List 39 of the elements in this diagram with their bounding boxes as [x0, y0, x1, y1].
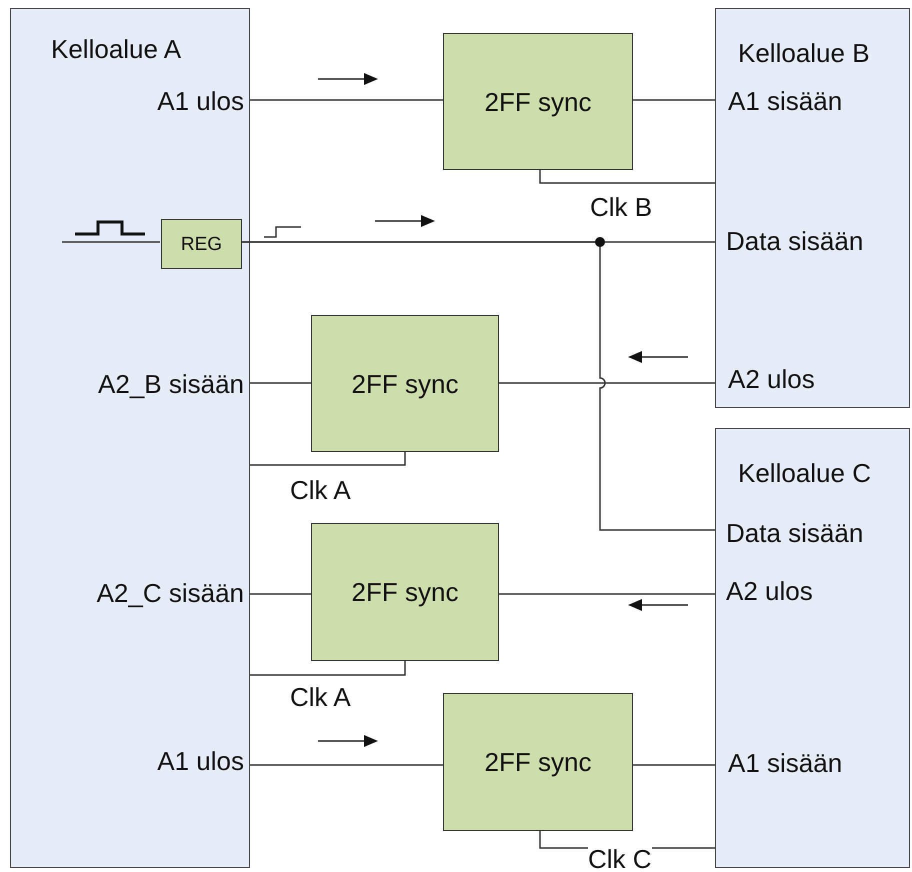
- connector-line: [633, 99, 715, 101]
- clock-domain-box: [10, 8, 250, 868]
- connector-line: [241, 241, 715, 531]
- synchronizer-box: [443, 693, 633, 831]
- port-label: Data sisään: [726, 228, 864, 254]
- connector-line: [499, 382, 715, 384]
- connector-line: [250, 452, 406, 466]
- port-label: A2_B sisään: [98, 371, 244, 397]
- clock-domain-box: [715, 8, 910, 408]
- block-label: 2FF sync: [352, 579, 458, 605]
- connector-line: [250, 382, 311, 384]
- block-label: 2FF sync: [484, 749, 592, 775]
- port-label: A2 ulos: [728, 366, 815, 392]
- block-label: REG: [180, 234, 222, 254]
- synchronizer-box: [311, 523, 499, 661]
- block-label: 2FF sync: [352, 370, 458, 396]
- domain-title: Kelloalue B: [738, 40, 870, 66]
- port-label: A1 sisään: [728, 88, 842, 114]
- port-label: A2_C sisään: [96, 580, 244, 606]
- port-label: A1 sisään: [728, 750, 842, 776]
- connector-line: [250, 593, 311, 595]
- synchronizer-box: [443, 33, 633, 170]
- port-label: A2 ulos: [726, 578, 813, 604]
- connector-line: [499, 593, 715, 595]
- connector-line: [62, 241, 160, 243]
- connector-line: [250, 99, 443, 101]
- register-box: [161, 219, 242, 269]
- domain-title: Kelloalue C: [738, 460, 871, 486]
- clock-domain-box: [715, 428, 910, 868]
- domain-title: Kelloalue A: [51, 36, 182, 62]
- connector-line: [633, 764, 715, 766]
- port-label: Data sisään: [726, 520, 864, 546]
- synchronizer-box: [311, 315, 499, 452]
- port-label: A1 ulos: [157, 88, 244, 114]
- port-label: A1 ulos: [157, 748, 244, 774]
- block-label: 2FF sync: [484, 88, 592, 114]
- connector-line: [250, 661, 406, 676]
- connector-line: [539, 170, 715, 184]
- connector-line: [250, 764, 443, 766]
